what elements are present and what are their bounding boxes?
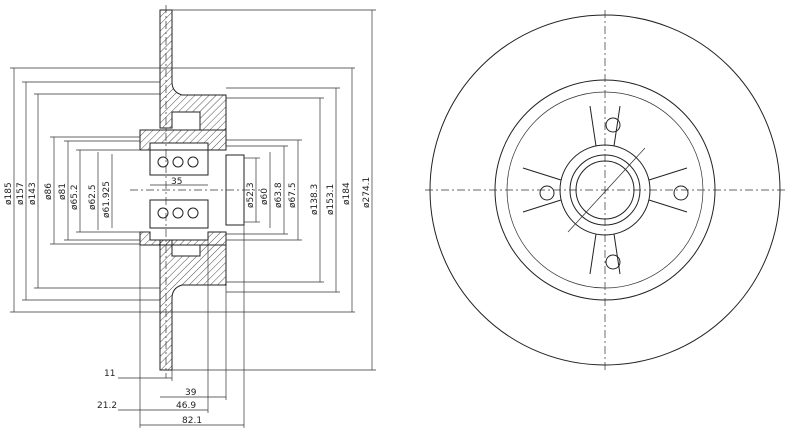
dim-label-w11: 11: [104, 369, 115, 379]
dim-label-d274-1: ø274.1: [362, 177, 372, 208]
hub-ribs: [522, 105, 688, 275]
dim-label-d157: ø157: [16, 182, 26, 205]
bolt-hole-top: [605, 117, 621, 133]
dim-label-d65-2: ø65.2: [70, 184, 80, 210]
hub-upper: [139, 129, 227, 151]
dim-label-w35: 35: [171, 177, 182, 187]
bearing-lower: [149, 199, 209, 229]
dim-label-d62-5: ø62.5: [88, 184, 98, 210]
dim-label-d60: ø60: [260, 188, 270, 205]
section-view: ø185 ø157 ø143 ø86 ø81 ø65.2 ø62.5 ø61.9…: [4, 5, 376, 428]
left-dimension-lines: [10, 67, 355, 313]
dim-label-d143: ø143: [28, 182, 38, 205]
dim-label-w82-1: 82.1: [182, 416, 202, 426]
right-dimension-lines: [172, 9, 376, 371]
dim-label-d184: ø184: [342, 182, 352, 205]
dim-label-d138-3: ø138.3: [310, 184, 320, 215]
disc-flange-upper: [159, 9, 227, 131]
dim-label-d86: ø86: [44, 183, 54, 200]
disc-flange-lower: [159, 239, 227, 371]
hub-lower: [139, 231, 227, 246]
bearing-upper: [149, 149, 209, 176]
dim-label-w39: 39: [185, 388, 197, 398]
dim-label-d185: ø185: [4, 182, 14, 205]
dim-label-d81: ø81: [58, 183, 68, 200]
bolt-holes: [539, 117, 689, 270]
dim-label-d153-1: ø153.1: [326, 184, 336, 215]
diagonal-dimension-line: [567, 147, 646, 233]
bolt-hole-left: [539, 185, 555, 201]
dim-label-d63-8: ø63.8: [274, 182, 284, 208]
dim-label-d61-925: ø61.925: [102, 181, 112, 218]
dim-label-w46-9: 46.9: [176, 401, 196, 411]
dim-label-d67-5: ø67.5: [288, 182, 298, 208]
dim-label-w21-2: 21.2: [97, 401, 117, 411]
bolt-hole-right: [673, 185, 689, 201]
bolt-hole-bottom: [605, 254, 621, 270]
dim-label-d52-3: ø52.3: [246, 182, 256, 208]
front-view: [425, 10, 785, 370]
bottom-dimension-lines: [118, 184, 245, 428]
